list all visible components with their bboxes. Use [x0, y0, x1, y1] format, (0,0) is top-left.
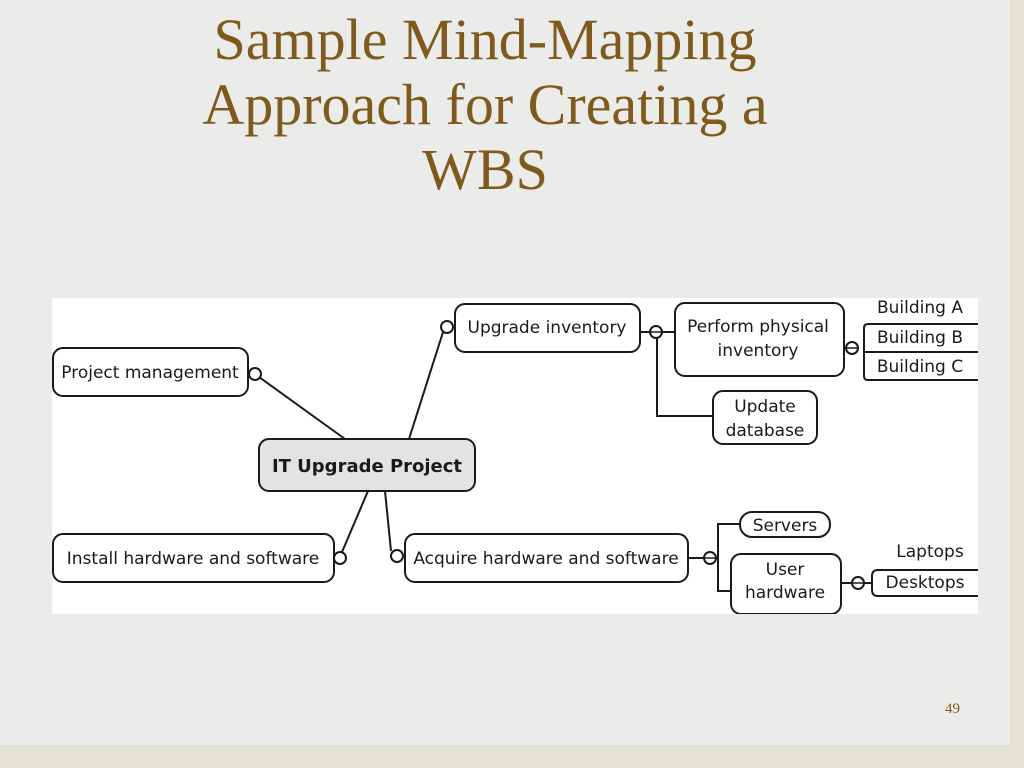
acquire-label: Acquire hardware and software [413, 549, 678, 569]
node-update-database [712, 390, 818, 445]
install-label: Install hardware and software [67, 549, 319, 569]
update-database-label-2: database [726, 421, 805, 441]
servers-label: Servers [753, 516, 818, 536]
collapse-circle [390, 549, 404, 563]
connector [408, 328, 445, 440]
update-database-label-1: Update [734, 397, 796, 417]
title-line-1: Sample Mind-Mapping [213, 7, 757, 72]
node-servers [739, 511, 831, 538]
user-hardware-label-1: User [766, 560, 805, 580]
connector [871, 569, 978, 597]
slide: Sample Mind-Mapping Approach for Creatin… [0, 0, 1010, 745]
project-management-label: Project management [61, 363, 239, 383]
node-acquire [404, 533, 689, 583]
connector [656, 338, 712, 417]
building-b-label: Building B [877, 328, 963, 348]
connector [341, 490, 369, 553]
node-project-management [52, 347, 249, 397]
laptops-label: Laptops [896, 542, 964, 562]
page-number: 49 [945, 701, 960, 717]
slide-title: Sample Mind-Mapping Approach for Creatin… [60, 7, 910, 203]
perform-physical-label-1: Perform physical [687, 317, 829, 337]
mind-map-diagram: IT Upgrade Project Project management In… [52, 298, 978, 615]
perform-physical-label-2: inventory [718, 341, 799, 361]
node-upgrade-inventory [454, 303, 641, 353]
connector [384, 490, 392, 552]
title-line-2: Approach for Creating a [202, 71, 768, 137]
connector [717, 558, 732, 592]
collapse-circle [440, 320, 454, 334]
root-node [258, 438, 476, 492]
connector [717, 523, 740, 558]
user-hardware-label-2: hardware [745, 583, 825, 603]
node-perform-physical [674, 302, 845, 377]
title-line-3: WBS [422, 136, 548, 202]
root-label: IT Upgrade Project [272, 456, 462, 477]
desktops-label: Desktops [886, 573, 965, 593]
upgrade-inventory-label: Upgrade inventory [468, 318, 627, 338]
collapse-circle [333, 551, 347, 565]
collapse-circle [248, 367, 262, 381]
connector [258, 376, 346, 440]
building-c-label: Building C [877, 357, 963, 377]
building-a-label: Building A [877, 298, 963, 318]
